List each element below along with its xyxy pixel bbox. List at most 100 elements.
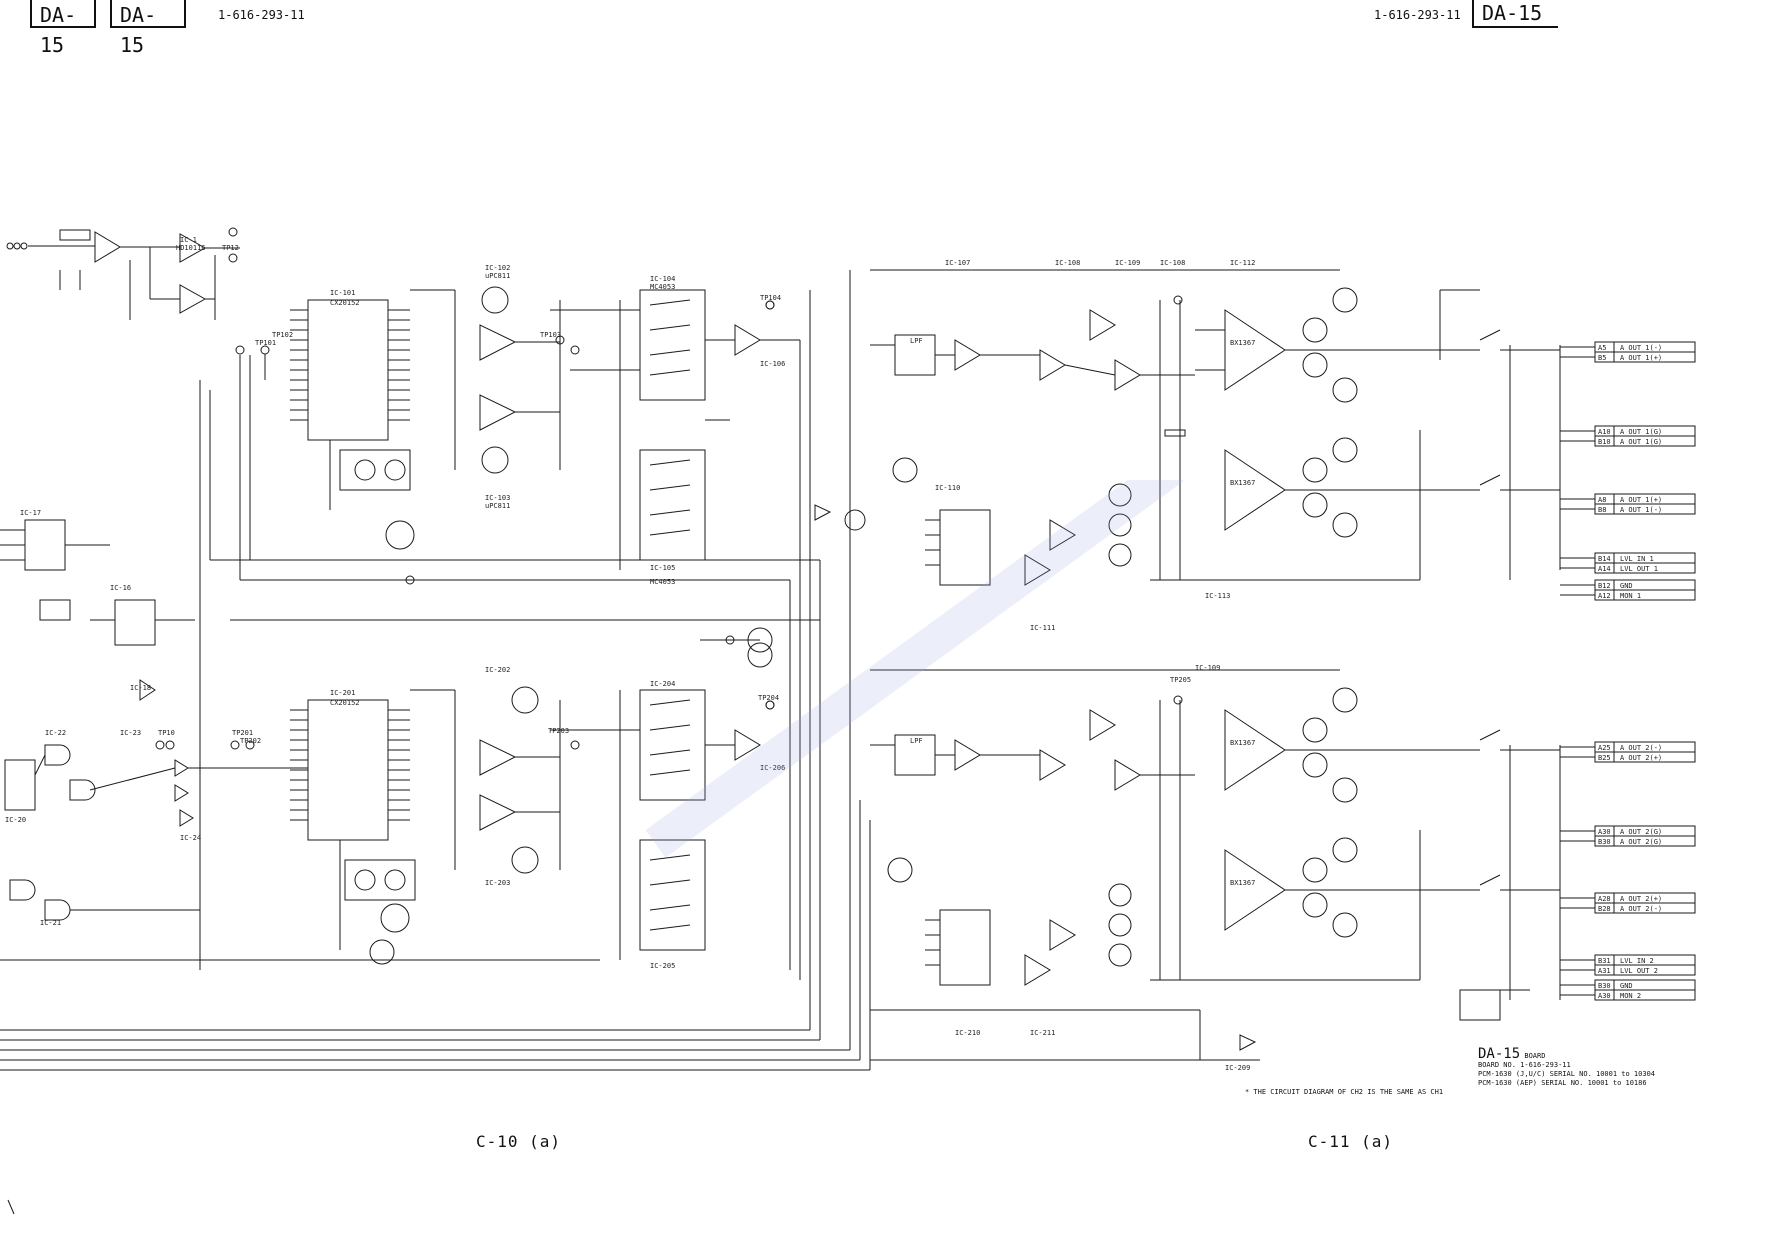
conn-pin: A5 [1598, 344, 1606, 352]
label-tp10: TP10 [158, 729, 175, 737]
page-id-box-2: DA-15 [110, 0, 186, 57]
serial-line-1: PCM-1630 (J,U/C) SERIAL NO. 10001 to 103… [1478, 1070, 1656, 1078]
label-lpf-1: LPF [910, 337, 923, 345]
conn-label: A OUT 2(-) [1620, 905, 1662, 913]
conn-pin: B30 [1598, 838, 1611, 846]
conn-pin: B28 [1598, 905, 1611, 913]
label-ic104: IC-104 [650, 275, 675, 283]
label-ic201-part: CX20152 [330, 699, 360, 707]
conn-label: A OUT 1(G) [1620, 428, 1662, 436]
label-ic105: IC-105 [650, 564, 675, 572]
label-tp101: TP101 [255, 339, 276, 347]
page-id-right: DA-15 [1482, 1, 1543, 25]
clock-input-section [6, 227, 270, 580]
ic-102-103-block [410, 286, 640, 474]
conn-pin: A10 [1598, 428, 1611, 436]
label-tp102: TP102 [272, 331, 293, 339]
label-ic211: IC-211 [1030, 1029, 1055, 1037]
conn-label: A OUT 1(+) [1620, 496, 1662, 504]
conn-label: A OUT 2(G) [1620, 828, 1662, 836]
label-tp201: TP201 [232, 729, 253, 737]
label-ic106: IC-106 [760, 360, 785, 368]
label-ic103-part: uPC811 [485, 502, 510, 510]
board-suffix: BOARD [1524, 1052, 1546, 1060]
label-ic22: IC-22 [45, 729, 66, 737]
page-id-2: DA-15 [120, 3, 157, 57]
right-part-number: 1-616-293-11 [1374, 8, 1461, 22]
conn-pin: B5 [1598, 354, 1606, 362]
conn-pin: A30 [1598, 828, 1611, 836]
label-ic1-part: HD10116 [176, 244, 206, 252]
label-ic108-top: IC-108 [1055, 259, 1080, 267]
connector-labels: A5 A OUT 1(-) B5 A OUT 1(+) A10 A OUT 1(… [1598, 344, 1662, 1000]
conn-label: A OUT 2(+) [1620, 754, 1662, 762]
connector-blocks [1560, 341, 1696, 1001]
conn-pin: B30 [1598, 982, 1611, 990]
ic-110-111-block [700, 457, 1132, 668]
label-ic101: IC-101 [330, 289, 355, 297]
conn-label: LVL OUT 2 [1620, 967, 1658, 975]
page-id-1: DA-15 [40, 3, 77, 57]
conn-label: A OUT 1(+) [1620, 354, 1662, 362]
label-ic21: IC-21 [40, 919, 61, 927]
page-id-box-right: DA-15 [1472, 0, 1558, 28]
label-ic203: IC-203 [485, 879, 510, 887]
label-ic206: IC-206 [760, 764, 785, 772]
ic-101-block [290, 299, 415, 585]
left-mid-section [0, 519, 195, 701]
label-lpf-2: LPF [910, 737, 923, 745]
label-tp202: TP202 [240, 737, 261, 745]
label-ic1: IC-1 [180, 236, 197, 244]
conn-label: A OUT 1(-) [1620, 506, 1662, 514]
label-ic109: IC-109 [1115, 259, 1140, 267]
label-ic101-part: CX20152 [330, 299, 360, 307]
label-ic202: IC-202 [485, 666, 510, 674]
conn-pin: B10 [1598, 438, 1611, 446]
label-ic105-part: MC4053 [650, 578, 675, 586]
left-part-number: 1-616-293-11 [218, 8, 305, 22]
ch2-note: * THE CIRCUIT DIAGRAM OF CH2 IS THE SAME… [1245, 1088, 1444, 1096]
stray-mark [7, 1199, 15, 1215]
label-ic210: IC-210 [955, 1029, 980, 1037]
ic-202-203-block [410, 686, 640, 874]
label-ic110: IC-110 [935, 484, 960, 492]
label-bx1367-1: BX1367 [1230, 339, 1255, 347]
label-ic112: IC-112 [1230, 259, 1255, 267]
label-ic204: IC-204 [650, 680, 675, 688]
left-logic-section [0, 740, 600, 961]
serial-line-2: PCM-1630 (AEP) SERIAL NO. 10001 to 10186 [1478, 1079, 1647, 1087]
test-point-markers [155, 253, 1183, 750]
label-ic102-part: uPC811 [485, 272, 510, 280]
conn-pin: B8 [1598, 506, 1606, 514]
conn-pin: A31 [1598, 967, 1611, 975]
conn-label: GND [1620, 582, 1633, 590]
label-tp103: TP103 [540, 331, 561, 339]
conn-label: LVL IN 1 [1620, 555, 1654, 563]
label-bx1367-2: BX1367 [1230, 479, 1255, 487]
label-ic205: IC-205 [650, 962, 675, 970]
conn-pin: A14 [1598, 565, 1611, 573]
conn-label: LVL OUT 1 [1620, 565, 1658, 573]
label-tp204: TP204 [758, 694, 779, 702]
conn-pin: A12 [1598, 592, 1611, 600]
board-notes: DA-15 BOARD BOARD NO. 1-616-293-11 PCM-1… [1478, 1047, 1656, 1088]
watermark [645, 480, 1184, 858]
board-number: BOARD NO. 1-616-293-11 [1478, 1061, 1571, 1069]
conn-pin: A30 [1598, 992, 1611, 1000]
label-ic109b: IC-109 [1195, 664, 1220, 672]
label-ic24: IC-24 [180, 834, 201, 842]
ic-201-block [290, 699, 416, 965]
label-ic16: IC-16 [110, 584, 131, 592]
caption-right: C-11 (a) [1308, 1132, 1394, 1151]
page-id-box-1: DA-15 [30, 0, 96, 57]
conn-pin: B25 [1598, 754, 1611, 762]
label-ic18: IC-18 [130, 684, 151, 692]
board-title: DA-15 [1478, 1046, 1521, 1062]
conn-label: GND [1620, 982, 1633, 990]
label-tp205: TP205 [1170, 676, 1191, 684]
conn-pin: B14 [1598, 555, 1611, 563]
label-ic209: IC-209 [1225, 1064, 1250, 1072]
label-ic201: IC-201 [330, 689, 355, 697]
label-ic23: IC-23 [120, 729, 141, 737]
